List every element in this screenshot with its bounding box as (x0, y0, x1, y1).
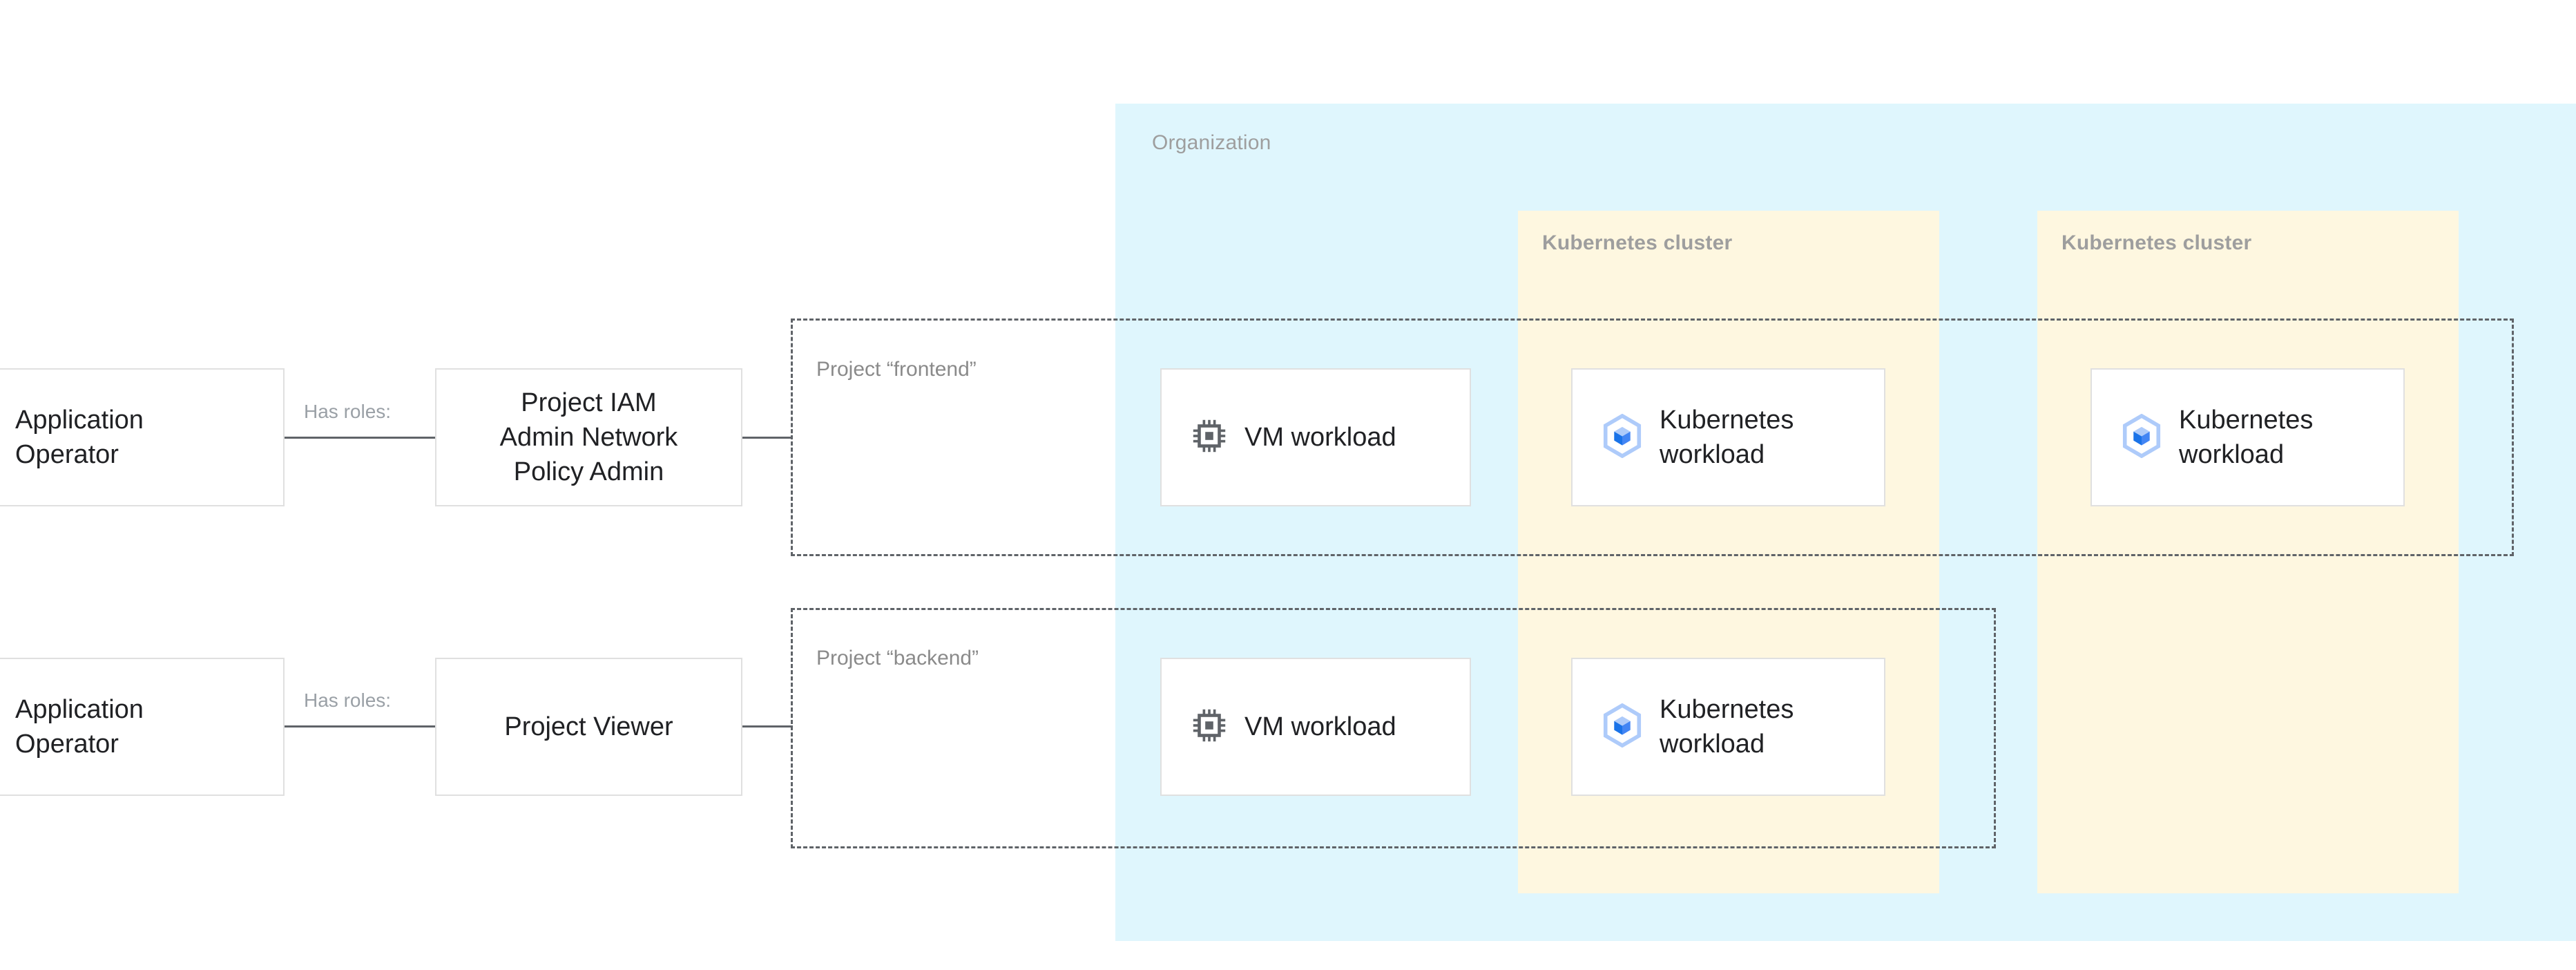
workload-label: Kubernetes workload (1660, 694, 1794, 759)
kubernetes-cluster-2-label: Kubernetes cluster (2061, 231, 2252, 254)
workload-label: Kubernetes workload (1660, 405, 1794, 469)
principal-application-operator-2[interactable]: Application Operator (0, 658, 285, 796)
workload-card-frontend-vm[interactable]: VM workload (1160, 368, 1471, 506)
workload-card-frontend-kubernetes-1[interactable]: Kubernetes workload (1571, 368, 1885, 506)
workload-label: VM workload (1244, 422, 1396, 452)
role-card-project-iam-admin-network-policy-admin[interactable]: Project IAM Admin Network Policy Admin (435, 368, 742, 506)
project-frontend-label: Project “frontend” (816, 358, 977, 381)
vm-chip-icon (1189, 416, 1229, 459)
kubernetes-cluster-1-label: Kubernetes cluster (1542, 231, 1733, 254)
role-label: Project Viewer (504, 712, 673, 741)
project-backend-label: Project “backend” (816, 647, 979, 669)
edge-label-has-roles-2: Has roles: (304, 690, 392, 711)
edge-operator-to-role-1 (283, 437, 436, 439)
edge-label-has-roles-1: Has roles: (304, 401, 392, 422)
workload-label: VM workload (1244, 712, 1396, 741)
workload-card-backend-kubernetes-1[interactable]: Kubernetes workload (1571, 658, 1885, 796)
principal-label: Application Operator (15, 694, 144, 759)
workload-card-frontend-kubernetes-2[interactable]: Kubernetes workload (2090, 368, 2405, 506)
kubernetes-icon (2120, 413, 2164, 462)
principal-label: Application Operator (15, 405, 144, 469)
kubernetes-icon (1600, 413, 1644, 462)
role-card-project-viewer[interactable]: Project Viewer (435, 658, 742, 796)
kubernetes-cluster-2-container (2037, 211, 2459, 893)
role-label: Project IAM Admin Network Policy Admin (499, 388, 678, 487)
workload-label: Kubernetes workload (2179, 405, 2314, 469)
organization-label: Organization (1152, 131, 1271, 154)
edge-operator-to-role-2 (283, 725, 436, 728)
edge-role-2-to-project-backend (741, 725, 793, 728)
principal-application-operator-1[interactable]: Application Operator (0, 368, 285, 506)
edge-role-1-to-project-frontend (741, 437, 793, 439)
kubernetes-icon (1600, 703, 1644, 751)
project-backend-boundary (791, 608, 1996, 848)
workload-card-backend-vm[interactable]: VM workload (1160, 658, 1471, 796)
vm-chip-icon (1189, 705, 1229, 749)
